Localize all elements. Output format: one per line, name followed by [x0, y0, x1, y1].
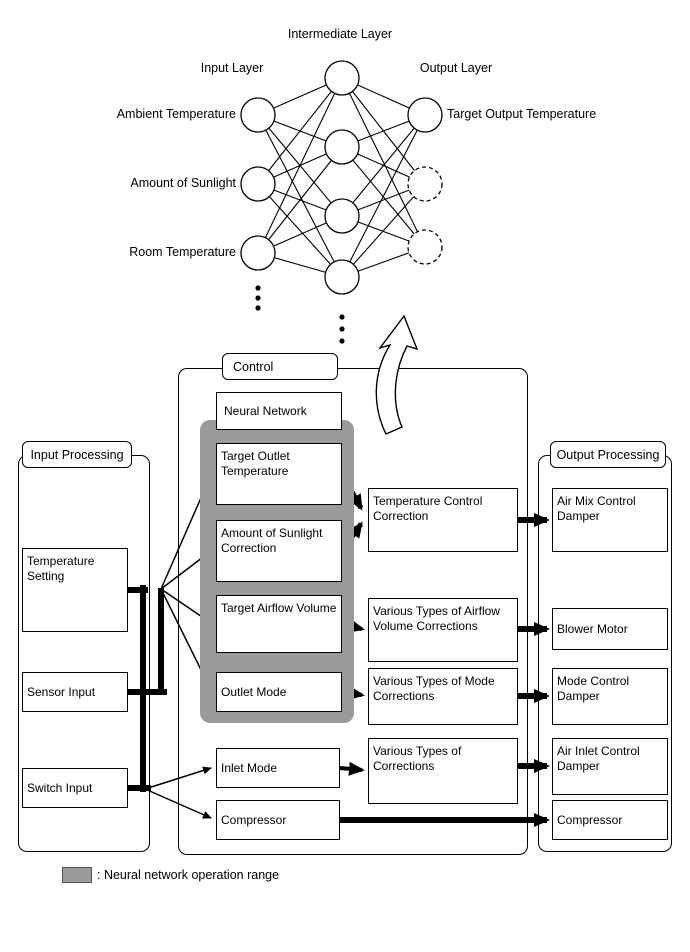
- control-title: Control: [222, 353, 338, 380]
- node-label-amount-of-sunlight: Amount of Sunlight: [130, 176, 236, 190]
- network-edges: [257, 77, 426, 278]
- intermediate-layer-label: Intermediate Layer: [287, 27, 393, 41]
- input-bus: [125, 585, 167, 792]
- box-amount-of-sunlight-correction: Amount of Sunlight Correction: [216, 520, 342, 582]
- hidden-node-1: [324, 60, 360, 96]
- output-node-target-temp: [407, 97, 443, 133]
- network-nodes: [240, 60, 443, 295]
- box-air-mix-control-damper: Air Mix Control Damper: [552, 488, 668, 552]
- output-arrows: [340, 513, 550, 827]
- input-node-sunlight: [240, 166, 276, 202]
- box-sensor-input: Sensor Input: [22, 672, 128, 712]
- output-processing-title: Output Processing: [550, 441, 666, 468]
- box-temperature-control-correction: Temperature Control Correction: [368, 488, 518, 552]
- ellipsis-dots: [255, 285, 345, 344]
- box-blower-motor: Blower Motor: [552, 608, 668, 650]
- input-processing-title: Input Processing: [22, 441, 132, 468]
- node-label-ambient-temperature: Ambient Temperature: [116, 107, 236, 121]
- box-various-airflow-volume-corrections: Various Types of Airflow Volume Correcti…: [368, 598, 518, 662]
- node-label-room-temperature: Room Temperature: [129, 245, 236, 259]
- box-inlet-mode: Inlet Mode: [216, 748, 340, 788]
- legend-swatch: [62, 867, 92, 883]
- input-node-ambient: [240, 97, 276, 133]
- box-various-corrections: Various Types of Corrections: [368, 738, 518, 804]
- output-node-dashed-1: [407, 166, 443, 202]
- legend-label: : Neural network operation range: [97, 868, 280, 882]
- box-various-mode-corrections: Various Types of Mode Corrections: [368, 668, 518, 725]
- input-layer-label: Input Layer: [200, 61, 264, 75]
- box-switch-input: Switch Input: [22, 768, 128, 808]
- box-compressor-control: Compressor: [216, 800, 340, 840]
- hidden-node-4: [324, 259, 360, 295]
- box-temperature-setting: Temperature Setting: [22, 548, 128, 632]
- control-panel: [178, 368, 528, 855]
- hidden-node-3: [324, 198, 360, 234]
- box-target-outlet-temperature: Target Outlet Temperature: [216, 443, 342, 505]
- box-mode-control-damper: Mode Control Damper: [552, 668, 668, 725]
- output-layer-label: Output Layer: [419, 61, 493, 75]
- node-label-target-output-temperature: Target Output Temperature: [447, 107, 597, 121]
- input-node-room: [240, 235, 276, 271]
- box-target-airflow-volume: Target Airflow Volume: [216, 595, 342, 653]
- hidden-node-2: [324, 129, 360, 165]
- box-air-inlet-control-damper: Air Inlet Control Damper: [552, 738, 668, 795]
- box-neural-network: Neural Network: [216, 392, 342, 430]
- output-node-dashed-2: [407, 229, 443, 265]
- box-outlet-mode: Outlet Mode: [216, 672, 342, 712]
- box-compressor-output: Compressor: [552, 800, 668, 840]
